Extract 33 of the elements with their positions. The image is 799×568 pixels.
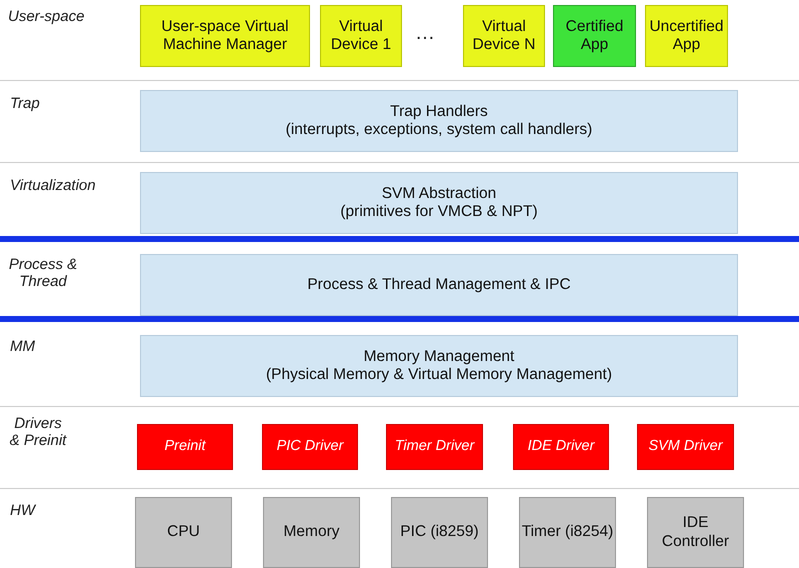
- box-title: SVM Abstraction: [382, 184, 496, 203]
- layer-label: Virtualization: [10, 177, 97, 194]
- layer-label: User-space: [8, 8, 86, 25]
- hardware-box: PIC (i8259): [391, 497, 488, 568]
- driver-box: SVM Driver: [637, 424, 734, 470]
- layer-label: Trap: [10, 95, 41, 112]
- component-box: Certified App: [553, 5, 636, 67]
- ellipsis: …: [414, 22, 436, 45]
- hardware-box: IDE Controller: [647, 497, 744, 568]
- box-title: Trap Handlers: [390, 102, 488, 121]
- component-box: Virtual Device N: [463, 5, 545, 67]
- component-box: Uncertified App: [645, 5, 728, 67]
- driver-box: PIC Driver: [262, 424, 358, 470]
- hardware-box: Memory: [263, 497, 360, 568]
- layer-box: [140, 172, 738, 234]
- component-box: User-space Virtual Machine Manager: [140, 5, 310, 67]
- driver-box: Preinit: [137, 424, 233, 470]
- component-box: Virtual Device 1: [320, 5, 402, 67]
- layer-box: [140, 90, 738, 152]
- hardware-box: Timer (i8254): [519, 497, 616, 568]
- box-description: (interrupts, exceptions, system call handlers): [286, 121, 592, 140]
- layer-label: MM: [10, 338, 36, 355]
- driver-box: Timer Driver: [386, 424, 483, 470]
- layer-label: Process & Thread: [8, 256, 78, 290]
- box-title: Memory Management: [364, 348, 514, 366]
- box-description: (Physical Memory & Virtual Memory Management): [266, 366, 612, 384]
- layer-label: Drivers & Preinit: [8, 415, 68, 449]
- box-description: (primitives for VMCB & NPT): [340, 203, 538, 222]
- layer-box: [140, 335, 738, 397]
- layer-label: HW: [10, 502, 38, 519]
- hardware-box: CPU: [135, 497, 232, 568]
- layer-box: Process & Thread Management & IPC: [140, 254, 738, 316]
- driver-box: IDE Driver: [513, 424, 609, 470]
